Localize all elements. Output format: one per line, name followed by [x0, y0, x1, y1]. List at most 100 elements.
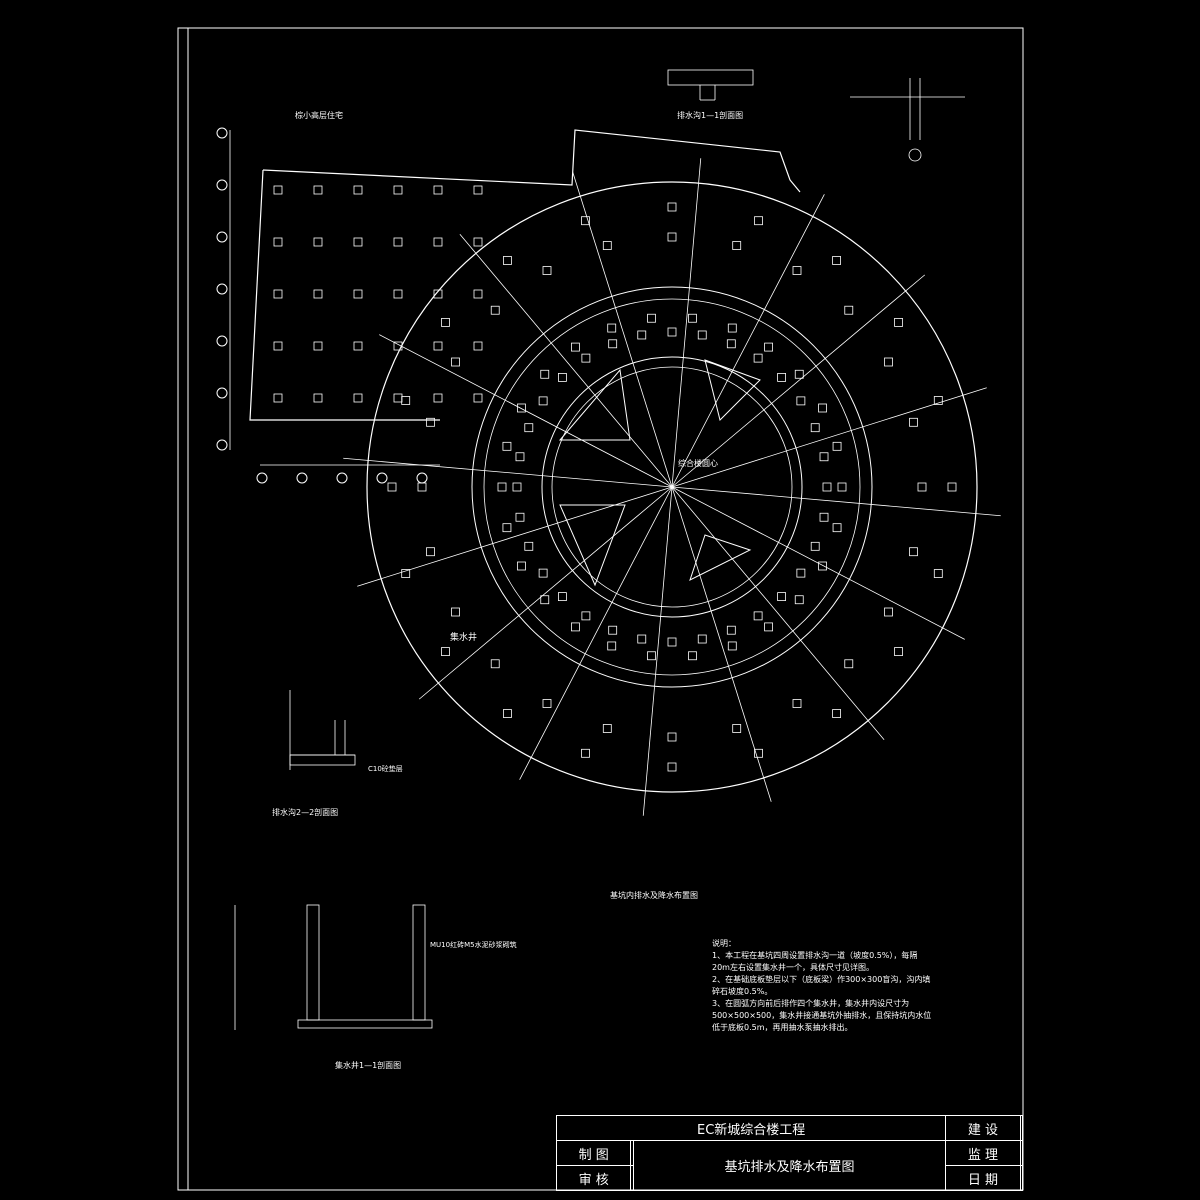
middle-circle: [471, 286, 873, 688]
checked-by-label: 审 核: [555, 1165, 632, 1191]
section-2-detail: [289, 690, 356, 770]
pile-marker: [473, 393, 483, 403]
mu10-label: MU10红砖M5水泥砂浆砌筑: [430, 940, 517, 949]
pile-marker: [667, 637, 677, 647]
pile-marker: [313, 237, 323, 247]
pile-marker: [754, 216, 763, 226]
pile-marker: [515, 512, 525, 522]
pile-marker: [727, 323, 737, 333]
pile-marker: [884, 607, 893, 617]
pile-marker: [401, 396, 411, 405]
note-2: 2、在基础底板垫层以下（底板梁）作300×300盲沟，沟内填碎石坡度0.5%。: [712, 975, 931, 996]
radial-line: [418, 486, 673, 700]
pile-marker: [667, 202, 677, 212]
pile-marker: [697, 330, 707, 340]
pile-marker: [353, 237, 363, 247]
pile-marker: [353, 185, 363, 195]
pile-marker: [832, 523, 842, 533]
pile-marker: [688, 313, 697, 323]
pile-marker: [837, 482, 847, 492]
axis-bubble: [416, 472, 428, 484]
pile-marker: [608, 339, 618, 349]
pile-marker: [822, 482, 832, 492]
pile-marker: [571, 622, 580, 632]
pile-marker: [844, 305, 854, 315]
pile-marker: [667, 732, 677, 742]
sump-section-title: 集水井1—1剖面图: [335, 1060, 401, 1070]
pile-marker: [273, 185, 283, 195]
radial-line: [357, 486, 673, 587]
pile-marker: [792, 266, 802, 275]
notes-title: 说明：: [712, 939, 736, 948]
inner-circle: [541, 356, 803, 618]
pile-marker: [909, 417, 918, 427]
pile-marker: [894, 647, 903, 656]
pile-marker: [608, 625, 618, 635]
pile-marker: [433, 237, 443, 247]
pile-marker: [273, 289, 283, 299]
sector-sw: [559, 504, 626, 587]
pile-marker: [637, 634, 647, 644]
radial-line: [671, 486, 885, 741]
pile-marker: [540, 595, 550, 605]
radial-line: [671, 274, 926, 488]
pile-marker: [313, 393, 323, 403]
radial-line: [671, 387, 987, 488]
plan-title: 基坑内排水及降水布置图: [610, 890, 698, 900]
pile-marker: [426, 547, 435, 557]
radial-line: [671, 158, 702, 488]
note-3: 3、在圆弧方向前后排作四个集水井，集水井内设尺寸为500×500×500，集水井…: [712, 999, 932, 1032]
drawing-name: 基坑排水及降水布置图: [632, 1140, 947, 1191]
axis-bubble: [216, 283, 228, 295]
pile-marker: [517, 561, 526, 571]
radial-line: [671, 486, 772, 802]
pile-marker: [524, 423, 534, 433]
pile-marker: [433, 393, 443, 403]
pile-marker: [273, 341, 283, 351]
section-2-title: 排水沟2—2剖面图: [272, 807, 338, 817]
pile-marker: [581, 611, 591, 621]
pile-marker: [688, 651, 697, 661]
pile-marker: [540, 369, 550, 379]
pile-marker: [753, 611, 763, 621]
pile-marker: [909, 547, 918, 557]
supervisor-label: 监 理: [945, 1140, 1021, 1166]
pile-marker: [538, 568, 548, 578]
pile-marker: [441, 318, 450, 327]
pile-marker: [819, 512, 829, 522]
pile-marker: [473, 341, 483, 351]
date-label: 日 期: [945, 1165, 1021, 1191]
pile-marker: [764, 342, 773, 352]
pile-marker: [810, 541, 820, 551]
pile-marker: [473, 237, 483, 247]
pile-marker: [796, 396, 806, 406]
pile-marker: [451, 607, 460, 617]
cross-detail: [850, 78, 965, 162]
pile-marker: [607, 323, 617, 333]
pile-marker: [637, 330, 647, 340]
pile-marker: [753, 353, 763, 363]
pile-marker: [524, 541, 534, 551]
pile-marker: [502, 441, 512, 451]
axis-bubble: [296, 472, 308, 484]
pile-marker: [810, 423, 820, 433]
pile-marker: [273, 393, 283, 403]
pile-marker: [667, 327, 677, 337]
pile-marker: [844, 659, 854, 669]
pile-marker: [441, 647, 450, 656]
outer-circle: [366, 181, 978, 793]
pile-marker: [393, 185, 403, 195]
pile-marker: [401, 569, 411, 578]
radial-line: [459, 233, 673, 488]
sector-se: [689, 534, 752, 581]
pile-marker: [796, 568, 806, 578]
pile-marker: [764, 622, 773, 632]
top-label: 棕小高层住宅: [295, 110, 343, 120]
section-1-title: 排水沟1—1剖面图: [677, 110, 743, 120]
pile-marker: [538, 396, 548, 406]
axis-bubble: [216, 127, 228, 139]
drawn-by-label: 制 图: [555, 1140, 632, 1166]
pile-marker: [581, 353, 591, 363]
pile-marker: [393, 341, 403, 351]
